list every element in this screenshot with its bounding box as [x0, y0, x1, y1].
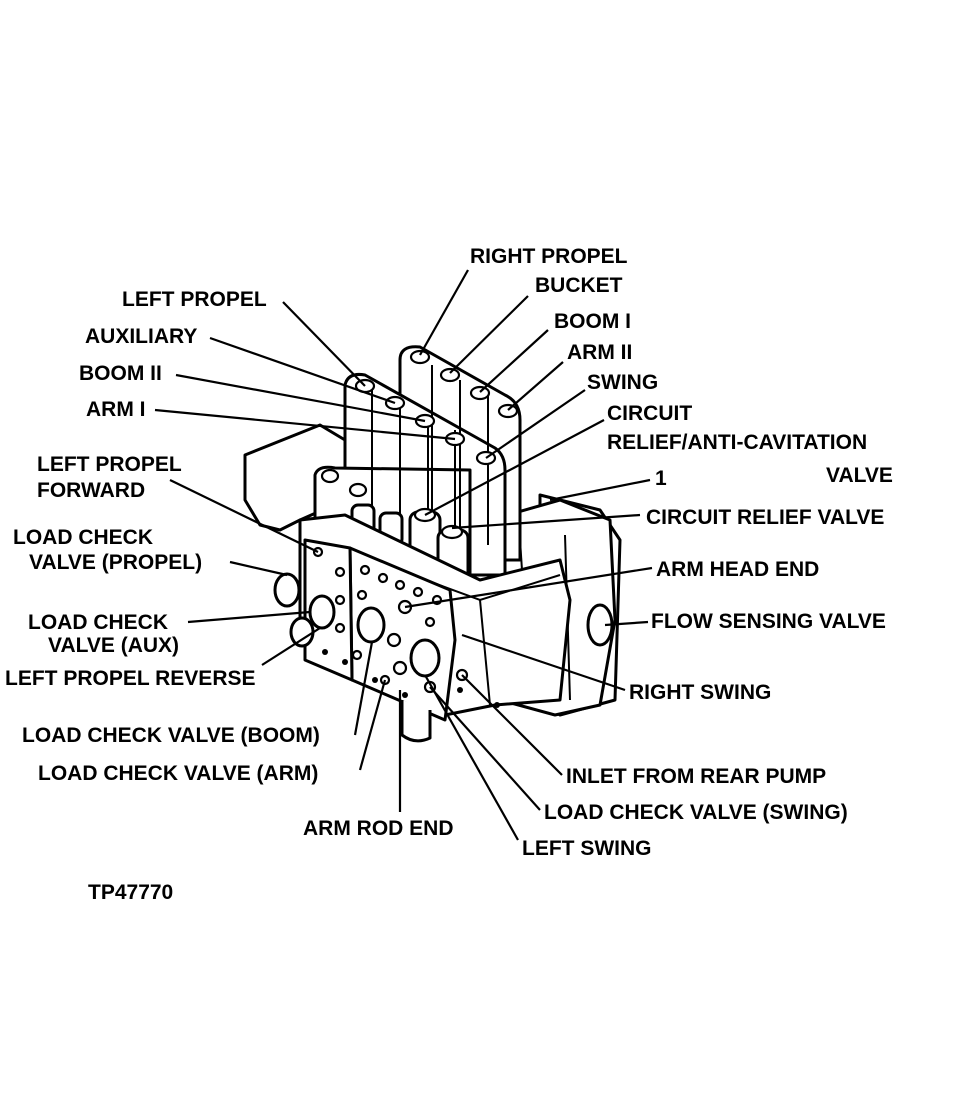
label-load-check-swing: LOAD CHECK VALVE (SWING): [544, 801, 848, 824]
label-boom-i: BOOM I: [554, 310, 631, 333]
leader-lines: [154, 269, 653, 841]
label-flow-sensing-valve: FLOW SENSING VALVE: [651, 610, 886, 633]
label-auxiliary: AUXILIARY: [85, 325, 197, 348]
label-circuit-relief-anti-cav-1: CIRCUIT: [607, 402, 692, 425]
label-arm-rod-end: ARM ROD END: [303, 817, 454, 840]
label-load-check-boom: LOAD CHECK VALVE (BOOM): [22, 724, 320, 747]
label-left-propel-forward-2: FORWARD: [37, 479, 145, 502]
label-callout-1: 1: [655, 467, 667, 490]
callout-labels: RIGHT PROPEL BUCKET BOOM I ARM II SWING …: [5, 245, 893, 904]
label-load-check-propel-1: LOAD CHECK: [13, 526, 153, 549]
label-load-check-aux-1: LOAD CHECK: [28, 611, 168, 634]
label-load-check-arm: LOAD CHECK VALVE (ARM): [38, 762, 318, 785]
label-arm-i: ARM I: [86, 398, 146, 421]
label-right-swing: RIGHT SWING: [629, 681, 771, 704]
label-arm-head-end: ARM HEAD END: [656, 558, 819, 581]
label-load-check-aux-2: VALVE (AUX): [48, 634, 179, 657]
label-swing: SWING: [587, 371, 658, 394]
label-circuit-relief-valve: CIRCUIT RELIEF VALVE: [646, 506, 884, 529]
figure-id: TP47770: [88, 881, 173, 904]
label-load-check-propel-2: VALVE (PROPEL): [29, 551, 202, 574]
label-bucket: BUCKET: [535, 274, 623, 297]
label-left-propel-forward-1: LEFT PROPEL: [37, 453, 182, 476]
label-arm-ii: ARM II: [567, 341, 632, 364]
label-circuit-relief-anti-cav-2: RELIEF/ANTI-CAVITATION: [607, 431, 867, 454]
label-left-propel: LEFT PROPEL: [122, 288, 267, 311]
label-circuit-relief-anti-cav-3: VALVE: [826, 464, 893, 487]
label-left-propel-reverse: LEFT PROPEL REVERSE: [5, 667, 256, 690]
label-left-swing: LEFT SWING: [522, 837, 652, 860]
label-right-propel: RIGHT PROPEL: [470, 245, 628, 268]
label-boom-ii: BOOM II: [79, 362, 162, 385]
label-inlet-from-rear-pump: INLET FROM REAR PUMP: [566, 765, 826, 788]
